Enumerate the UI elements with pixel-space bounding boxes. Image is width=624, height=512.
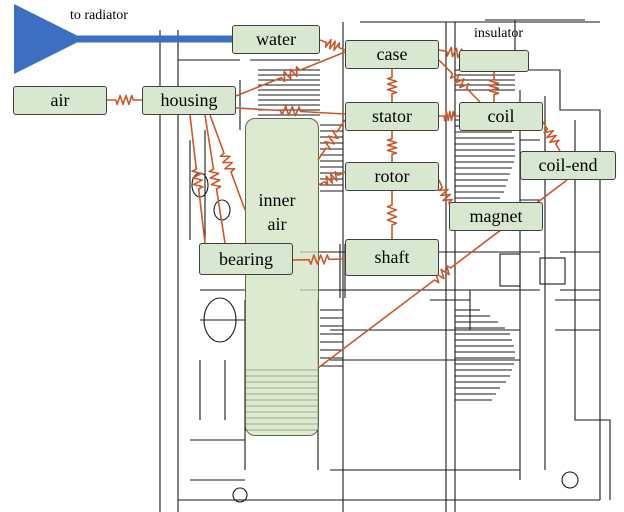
- resistor-air-housing: [107, 96, 142, 105]
- resistor-housing-bearing-b: [205, 115, 225, 243]
- insulator-box: [459, 50, 529, 72]
- resistor-insulator-coil: [490, 72, 499, 102]
- resistor-housing-stator: [236, 106, 345, 116]
- node-bearing: bearing: [199, 243, 293, 275]
- node-case: case: [345, 40, 439, 69]
- node-coil: coil: [459, 102, 543, 131]
- node-shaft: shaft: [345, 239, 439, 276]
- resistor-stator-inner-air: [318, 120, 345, 160]
- node-air: air: [13, 86, 107, 115]
- node-magnet: magnet: [449, 202, 543, 231]
- resistor-case-stator: [388, 69, 397, 102]
- resistor-stator-rotor: [388, 131, 397, 162]
- resistor-rotor-shaft: [388, 191, 397, 239]
- node-water: water: [232, 25, 320, 54]
- resistor-housing-inner-air: [210, 115, 245, 210]
- node-housing: housing: [142, 86, 236, 115]
- resistor-housing-case: [236, 52, 345, 96]
- resistor-water-case: [320, 40, 345, 51]
- resistor-housing-bearing-a: [190, 115, 205, 243]
- resistor-rotor-inner-air: [318, 172, 345, 186]
- node-stator: stator: [345, 102, 439, 131]
- resistor-bearing-shaft: [293, 255, 345, 264]
- resistor-stator-coil: [439, 112, 459, 121]
- resistor-coil-coil-end: [543, 122, 560, 151]
- node-coil-end: coil-end: [520, 151, 616, 180]
- to-radiator-label: to radiator: [70, 8, 128, 24]
- node-rotor: rotor: [345, 162, 439, 191]
- insulator-label: insulator: [474, 26, 523, 42]
